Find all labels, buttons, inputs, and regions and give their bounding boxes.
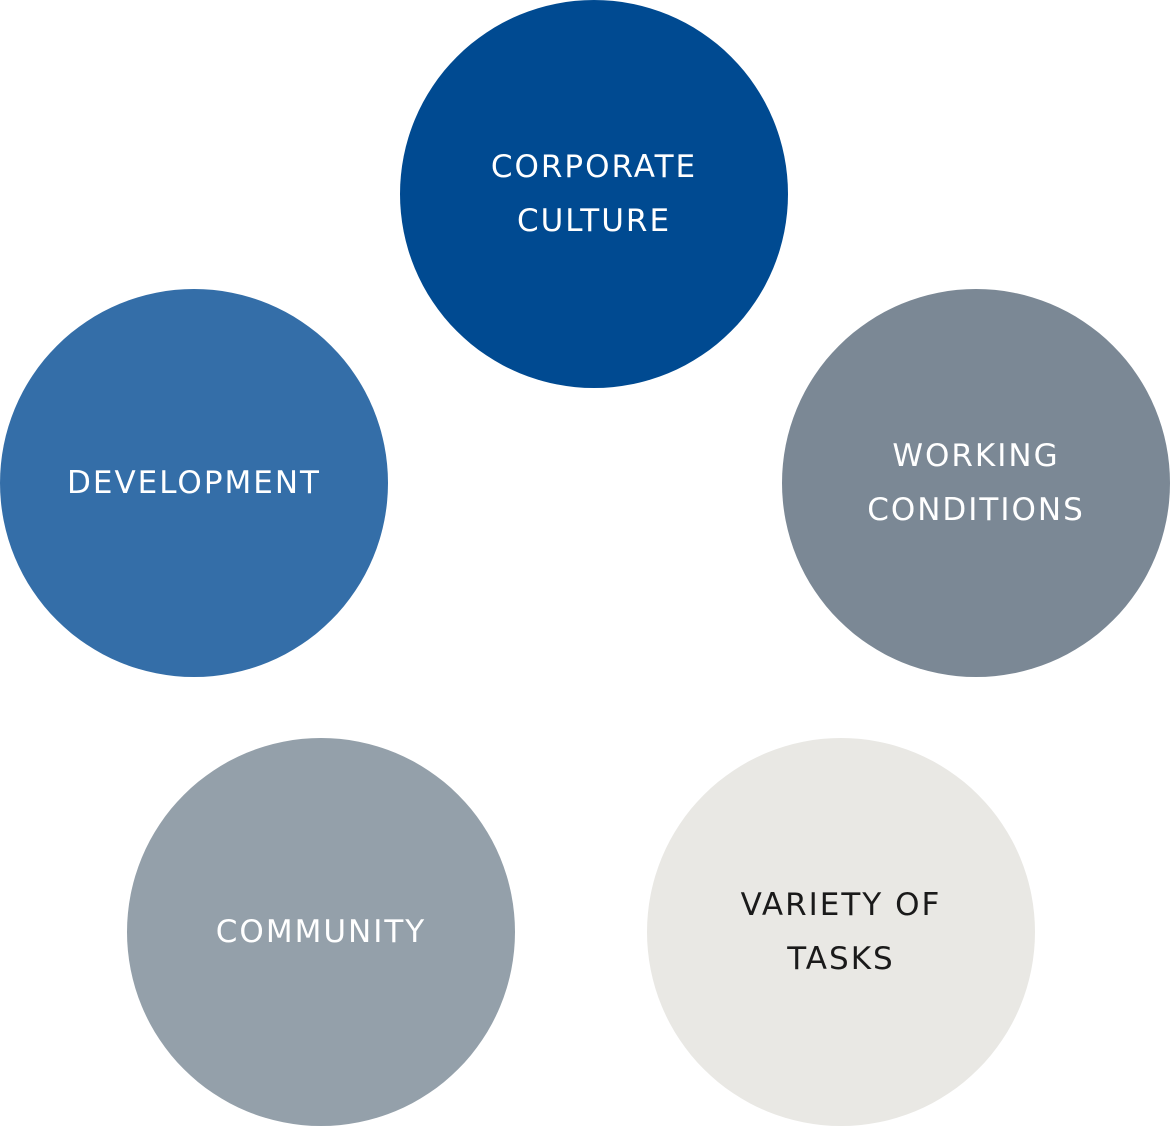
label-line: WORKING xyxy=(892,438,1060,474)
circle-working-conditions: WORKING CONDITIONS xyxy=(782,289,1170,677)
circle-development: DEVELOPMENT xyxy=(0,289,388,677)
label-line: CORPORATE xyxy=(490,149,698,185)
label-line: DEVELOPMENT xyxy=(67,465,321,501)
label-line: CULTURE xyxy=(516,203,672,239)
circle-label-development: DEVELOPMENT xyxy=(67,456,321,510)
label-line: COMMUNITY xyxy=(215,914,427,950)
circle-label-variety-of-tasks: VARIETY OF TASKS xyxy=(741,878,942,986)
circle-variety-of-tasks: VARIETY OF TASKS xyxy=(647,738,1035,1126)
circle-community: COMMUNITY xyxy=(127,738,515,1126)
circle-label-community: COMMUNITY xyxy=(216,905,426,959)
circle-corporate-culture: CORPORATE CULTURE xyxy=(400,0,788,388)
circle-label-corporate-culture: CORPORATE CULTURE xyxy=(491,140,697,248)
label-line: CONDITIONS xyxy=(867,492,1085,528)
circle-label-working-conditions: WORKING CONDITIONS xyxy=(867,429,1085,537)
label-line: TASKS xyxy=(787,941,895,977)
label-line: VARIETY OF xyxy=(740,887,942,923)
